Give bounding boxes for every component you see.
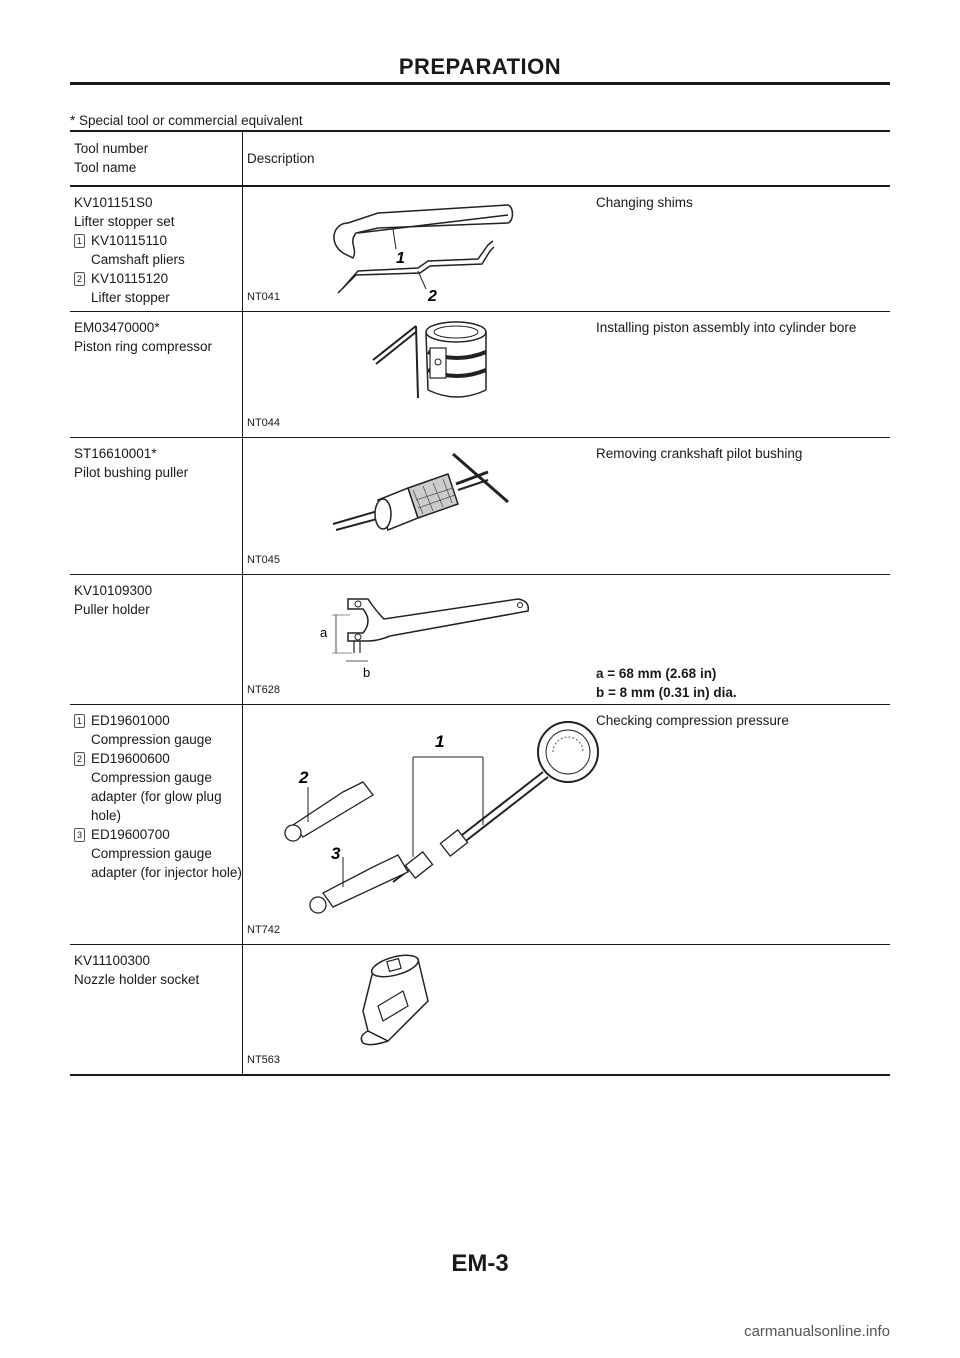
tool-name: Lifter stopper set xyxy=(74,214,175,229)
tool-number: KV10109300 xyxy=(74,583,153,598)
figure-cell: 1 2 3 NT742 xyxy=(243,705,599,945)
tool-name: Piston ring compressor xyxy=(74,339,213,354)
item-number-badge: 3 xyxy=(74,828,85,842)
sub-item: 2 ED19600600 Compression gauge adapter (… xyxy=(74,749,242,825)
tool-cell: ST16610001* Pilot bushing puller xyxy=(70,437,243,575)
sub-tool-name: Compression gauge adapter (for glow plug… xyxy=(91,770,222,823)
compression-gauge-illustration: 1 2 3 xyxy=(284,721,599,914)
item-number-badge: 1 xyxy=(74,234,85,248)
page-number: EM-3 xyxy=(451,1250,509,1277)
tool-name: Puller holder xyxy=(74,602,150,617)
figure-cell: NT045 xyxy=(243,438,594,575)
table-row: KV10109300 Puller holder a b xyxy=(70,574,890,705)
sub-tool-name: Compression gauge adapter (for injector … xyxy=(91,846,242,880)
tool-name: Pilot bushing puller xyxy=(74,465,189,480)
table-row: EM03470000* Piston ring compressor xyxy=(70,311,890,438)
sub-tool-name: Compression gauge xyxy=(91,732,212,747)
table-row: KV11100300 Nozzle holder socket NT563 xyxy=(70,944,890,1075)
item-number-badge: 2 xyxy=(74,752,85,766)
description-cell xyxy=(593,945,890,1075)
description-cell: a = 68 mm (2.68 in) b = 8 mm (0.31 in) d… xyxy=(593,575,890,705)
pilot-bushing-puller-illustration xyxy=(332,452,509,531)
puller-holder-illustration: a b xyxy=(320,598,530,680)
tool-name: Nozzle holder socket xyxy=(74,972,200,987)
sub-tool-name: Lifter stopper xyxy=(91,290,170,305)
tool-number: KV11100300 xyxy=(74,953,151,968)
tool-number: KV101151S0 xyxy=(74,195,153,210)
dimension-spec: a = 68 mm (2.68 in) xyxy=(596,666,717,681)
figure-cell: a b NT628 xyxy=(243,575,594,705)
sub-tool-number: KV10115110 xyxy=(91,233,168,248)
figure-code: NT044 xyxy=(247,417,281,429)
tool-table: Tool number Tool name Description KV1011… xyxy=(70,130,890,1076)
title-rule xyxy=(70,82,890,85)
figure-code: NT628 xyxy=(247,684,281,696)
item-number-badge: 1 xyxy=(74,714,85,728)
header-description: Description xyxy=(247,150,315,166)
sub-item: 2 KV10115120 Lifter stopper xyxy=(74,269,242,307)
table-row: ST16610001* Pilot bushing puller NT045 R xyxy=(70,437,890,575)
page-title: PREPARATION xyxy=(398,54,562,79)
figure-code: NT742 xyxy=(247,924,281,936)
header-tool-col: Tool number Tool name xyxy=(70,131,243,186)
figure-callout: 2 xyxy=(298,768,309,787)
dimension-label: b xyxy=(363,665,370,680)
figure-callout: 2 xyxy=(427,288,437,303)
dimension-label: a xyxy=(320,625,328,640)
table-row: 1 ED19601000 Compression gauge 2 ED19600… xyxy=(70,704,890,945)
dimension-spec: b = 8 mm (0.31 in) dia. xyxy=(596,685,737,700)
tool-cell: KV10109300 Puller holder xyxy=(70,574,243,705)
nozzle-holder-socket-illustration xyxy=(360,954,429,1046)
sub-tool-number: ED19601000 xyxy=(91,713,170,728)
camshaft-pliers-illustration: 1 2 xyxy=(333,204,514,303)
description-cell: Checking compression pressure xyxy=(596,713,789,728)
item-number-badge: 2 xyxy=(74,272,85,286)
tool-number: EM03470000* xyxy=(74,320,160,335)
description-cell: Installing piston assembly into cylinder… xyxy=(596,320,857,335)
tool-cell: KV101151S0 Lifter stopper set 1 KV101151… xyxy=(70,186,243,312)
sub-tool-number: ED19600700 xyxy=(91,827,170,842)
figure-code: NT563 xyxy=(247,1053,281,1066)
piston-ring-compressor-illustration xyxy=(372,321,487,399)
special-tool-note: * Special tool or commercial equivalent xyxy=(70,113,303,128)
figure-code: NT041 xyxy=(247,291,281,303)
figure-cell: NT044 xyxy=(243,312,594,438)
sub-item: 1 KV10115110 Camshaft pliers xyxy=(74,231,242,269)
table-header-row: Tool number Tool name Description xyxy=(70,131,890,186)
tool-cell: 1 ED19601000 Compression gauge 2 ED19600… xyxy=(70,704,243,945)
header-tool-name: Tool name xyxy=(74,160,137,175)
tool-number: ST16610001* xyxy=(74,446,157,461)
figure-code: NT045 xyxy=(247,554,281,566)
table-row: KV101151S0 Lifter stopper set 1 KV101151… xyxy=(70,186,890,312)
figure-cell: NT563 xyxy=(243,945,594,1075)
figure-callout: 3 xyxy=(331,844,341,863)
tool-cell: KV11100300 Nozzle holder socket xyxy=(70,944,243,1075)
figure-callout: 1 xyxy=(396,250,405,267)
sub-tool-number: ED19600600 xyxy=(91,751,170,766)
tool-cell: EM03470000* Piston ring compressor xyxy=(70,311,243,438)
description-cell: Changing shims xyxy=(596,195,693,210)
figure-callout: 1 xyxy=(435,732,444,751)
description-cell: Removing crankshaft pilot bushing xyxy=(596,446,803,461)
figure-cell: 1 2 NT041 xyxy=(243,186,594,312)
sub-item: 3 ED19600700 Compression gauge adapter (… xyxy=(74,825,242,882)
header-tool-number: Tool number xyxy=(74,141,149,156)
sub-item: 1 ED19601000 Compression gauge xyxy=(74,711,242,749)
sub-tool-name: Camshaft pliers xyxy=(91,252,185,267)
watermark[interactable]: carmanualsonline.info xyxy=(744,1323,890,1340)
sub-tool-number: KV10115120 xyxy=(91,271,169,286)
